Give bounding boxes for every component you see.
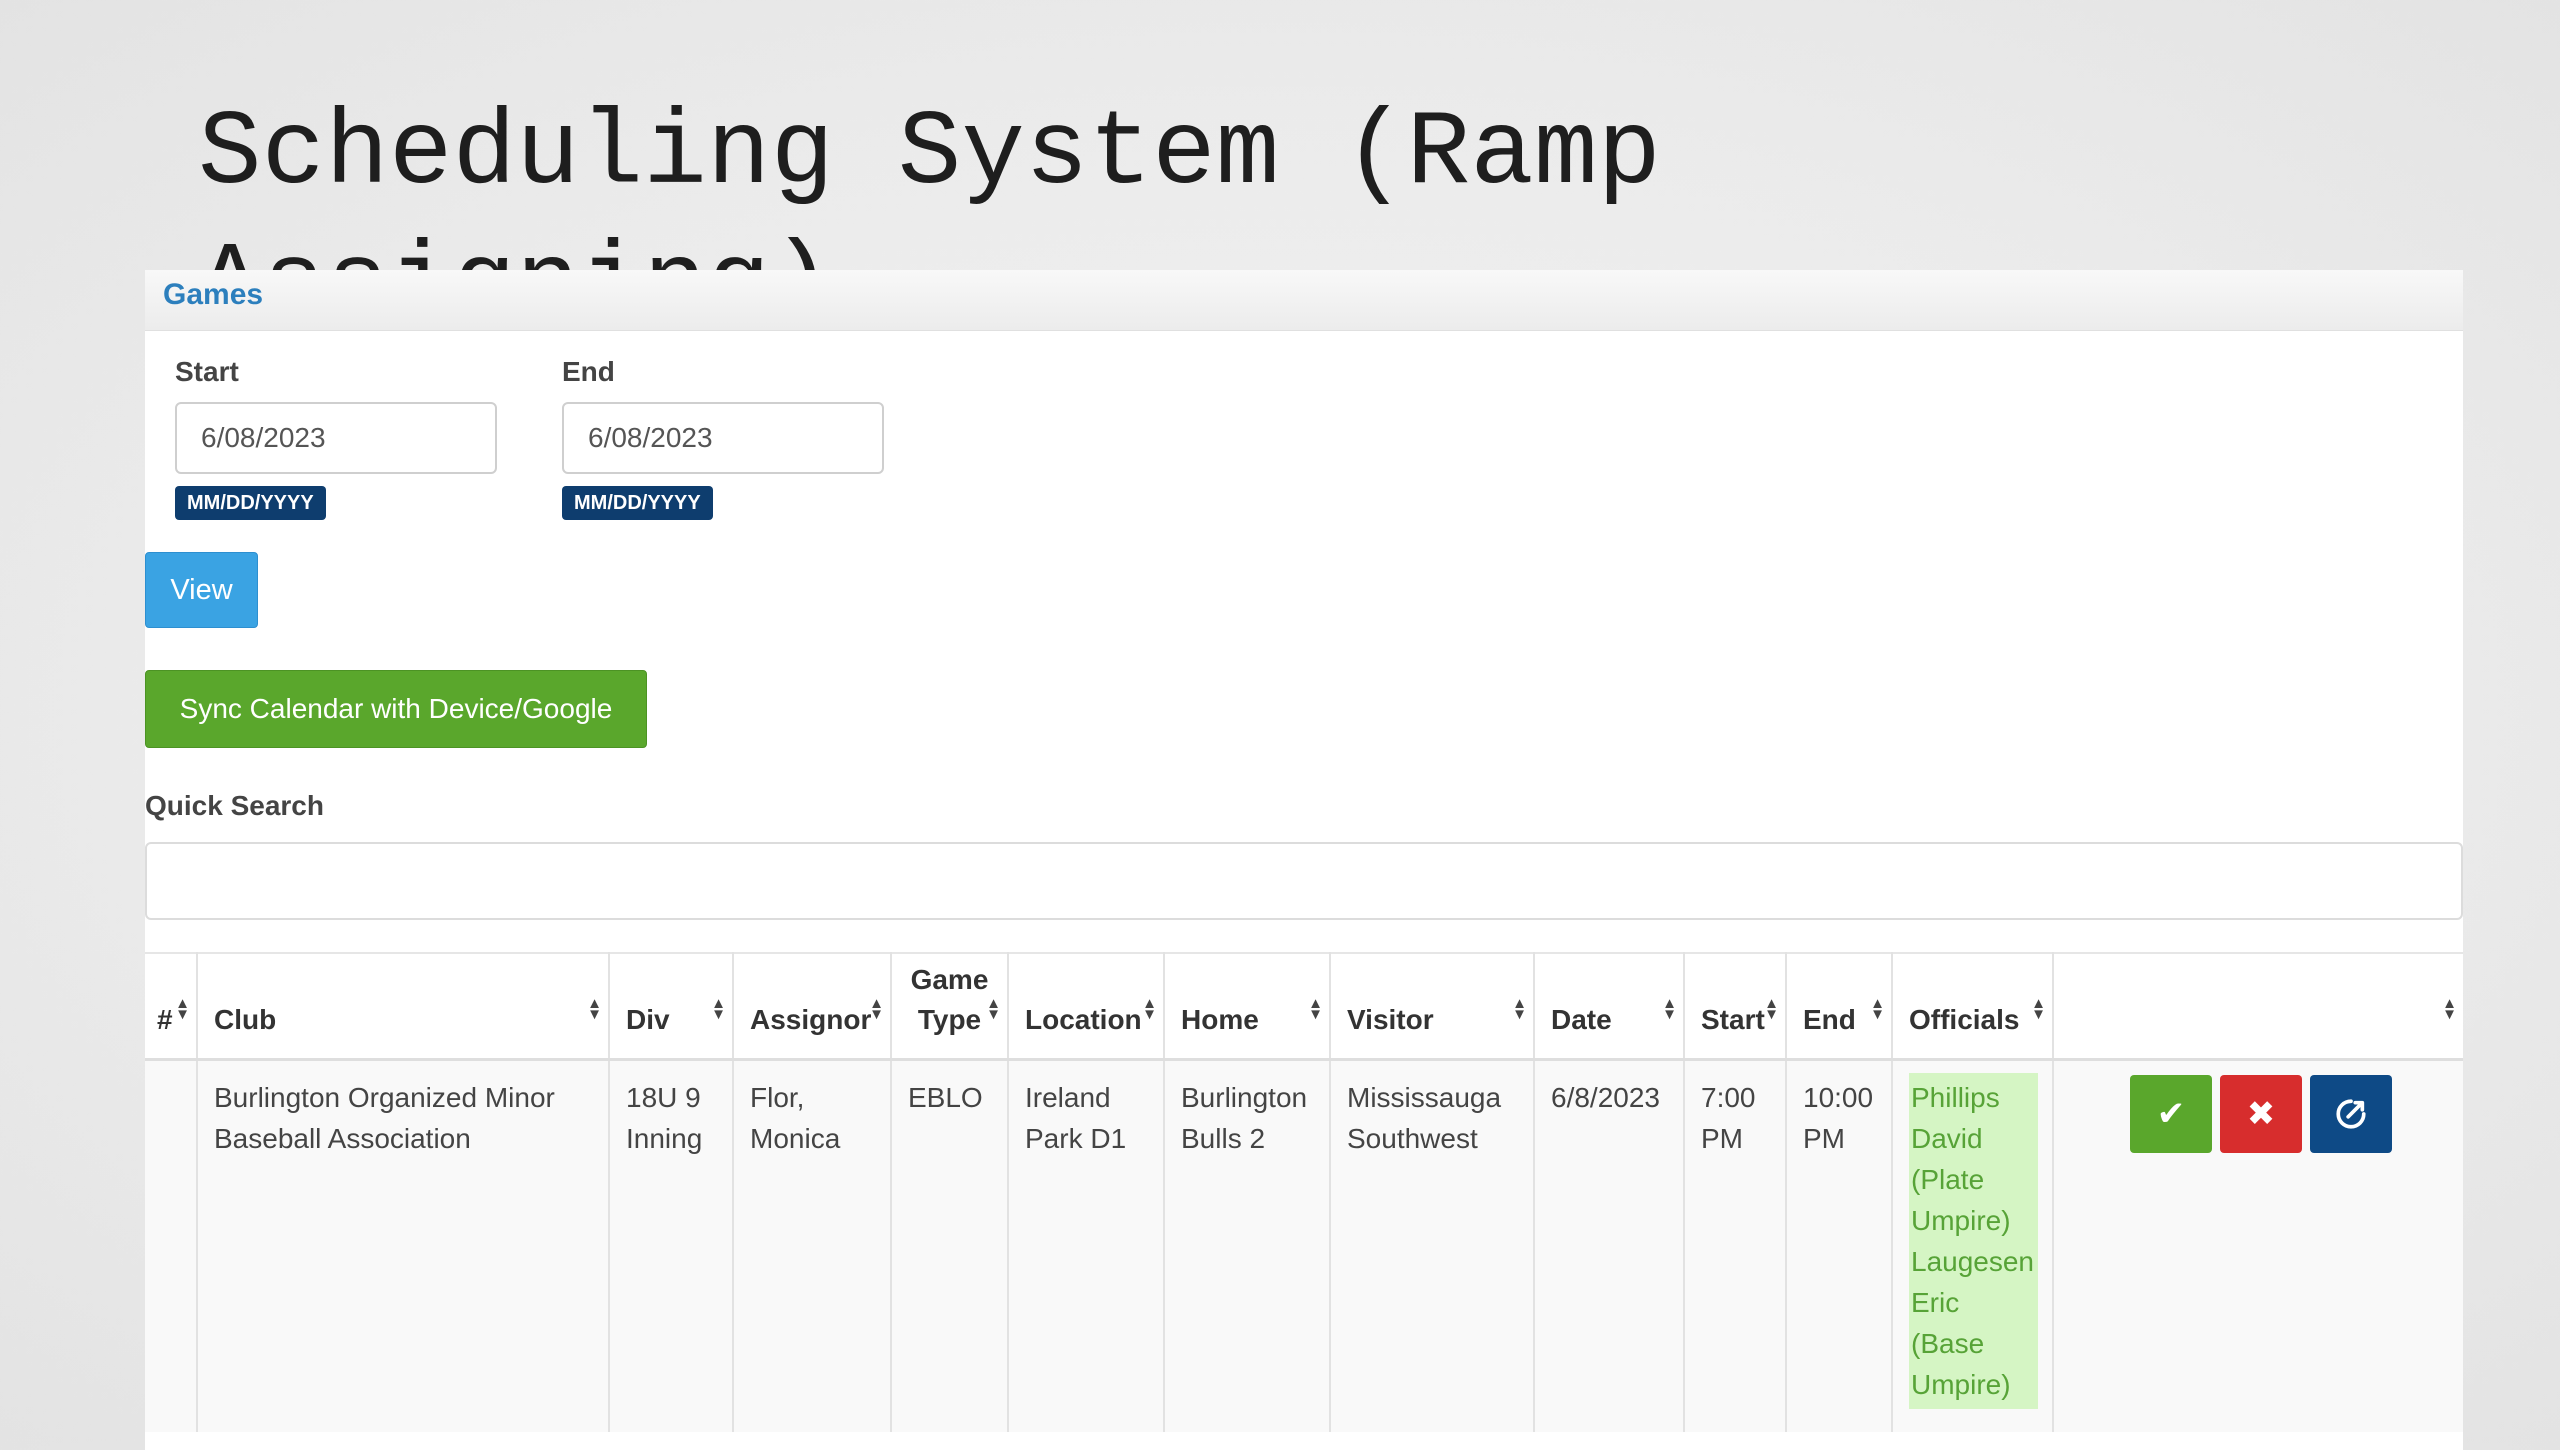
cell-date: 6/8/2023 (1534, 1059, 1685, 1432)
sort-icon[interactable]: ▲▼ (2442, 995, 2457, 1023)
column-header-assignor[interactable]: Assignor▲▼ (733, 952, 892, 1061)
sort-icon[interactable]: ▲▼ (711, 995, 726, 1023)
sync-calendar-button[interactable]: Sync Calendar with Device/Google (145, 670, 647, 748)
sort-icon[interactable]: ▲▼ (986, 995, 1001, 1023)
column-header-game-type[interactable]: Game Type▲▼ (891, 952, 1009, 1061)
games-table: #▲▼ Club▲▼ Div▲▼ Assignor▲▼ Game Type▲▼ … (145, 952, 2463, 1432)
column-header-actions[interactable]: ▲▼ (2053, 952, 2463, 1061)
column-header-date[interactable]: Date▲▼ (1534, 952, 1685, 1061)
cell-visitor: Mississauga Southwest (1330, 1059, 1535, 1432)
sort-icon[interactable]: ▲▼ (1662, 995, 1677, 1023)
cell-location: Ireland Park D1 (1008, 1059, 1165, 1432)
panel-title: Games (163, 278, 264, 311)
games-panel: Games Start MM/DD/YYYY End MM/DD/YYYY Vi… (145, 270, 2463, 1450)
table-header-row: #▲▼ Club▲▼ Div▲▼ Assignor▲▼ Game Type▲▼ … (145, 952, 2463, 1061)
sort-icon[interactable]: ▲▼ (1512, 995, 1527, 1023)
quick-search-label: Quick Search (145, 790, 324, 821)
sort-icon[interactable]: ▲▼ (2031, 995, 2046, 1023)
cell-officials: Phillips David (Plate Umpire) Laugesen E… (1892, 1059, 2054, 1432)
edit-icon (2336, 1099, 2366, 1129)
accept-game-button[interactable]: ✔ (2130, 1075, 2212, 1153)
column-header-end[interactable]: End▲▼ (1786, 952, 1893, 1061)
end-date-label: End (562, 356, 615, 387)
cell-start: 7:00 PM (1684, 1059, 1787, 1432)
column-header-location[interactable]: Location▲▼ (1008, 952, 1165, 1061)
cell-assignor: Flor, Monica (733, 1059, 892, 1432)
view-button[interactable]: View (145, 552, 258, 628)
cell-club: Burlington Organized Minor Baseball Asso… (197, 1059, 610, 1432)
sort-icon[interactable]: ▲▼ (1764, 995, 1779, 1023)
edit-game-button[interactable] (2310, 1075, 2392, 1153)
row-actions: ✔ ✖ (2130, 1075, 2447, 1153)
column-header-officials[interactable]: Officials▲▼ (1892, 952, 2054, 1061)
decline-game-button[interactable]: ✖ (2220, 1075, 2302, 1153)
end-date-input[interactable] (562, 402, 884, 474)
column-header-number[interactable]: #▲▼ (145, 952, 198, 1061)
end-date-format-hint: MM/DD/YYYY (562, 486, 713, 520)
cell-actions: ✔ ✖ (2053, 1059, 2463, 1432)
checkmark-icon: ✔ (2156, 1094, 2186, 1134)
sort-icon[interactable]: ▲▼ (587, 995, 602, 1023)
panel-header: Games (145, 270, 2463, 331)
cell-home: Burlington Bulls 2 (1164, 1059, 1331, 1432)
sort-icon[interactable]: ▲▼ (1308, 995, 1323, 1023)
panel-body: Start MM/DD/YYYY End MM/DD/YYYY View Syn… (145, 330, 2463, 1450)
officials-list: Phillips David (Plate Umpire) Laugesen E… (1909, 1073, 2039, 1409)
cell-end: 10:00 PM (1786, 1059, 1893, 1432)
sort-icon[interactable]: ▲▼ (175, 995, 190, 1023)
quick-search-input[interactable] (145, 842, 2463, 920)
cell-div: 18U 9 Inning (609, 1059, 734, 1432)
column-header-div[interactable]: Div▲▼ (609, 952, 734, 1061)
sort-icon[interactable]: ▲▼ (1870, 995, 1885, 1023)
column-header-start[interactable]: Start▲▼ (1684, 952, 1787, 1061)
x-icon: ✖ (2246, 1094, 2276, 1134)
cell-game-type: EBLO (891, 1059, 1009, 1432)
sort-icon[interactable]: ▲▼ (1142, 995, 1157, 1023)
column-header-club[interactable]: Club▲▼ (197, 952, 610, 1061)
start-date-format-hint: MM/DD/YYYY (175, 486, 326, 520)
sort-icon[interactable]: ▲▼ (869, 995, 884, 1023)
column-header-visitor[interactable]: Visitor▲▼ (1330, 952, 1535, 1061)
start-date-label: Start (175, 356, 239, 387)
column-header-home[interactable]: Home▲▼ (1164, 952, 1331, 1061)
cell-number (145, 1059, 198, 1432)
start-date-input[interactable] (175, 402, 497, 474)
table-row: Burlington Organized Minor Baseball Asso… (145, 1059, 2463, 1432)
